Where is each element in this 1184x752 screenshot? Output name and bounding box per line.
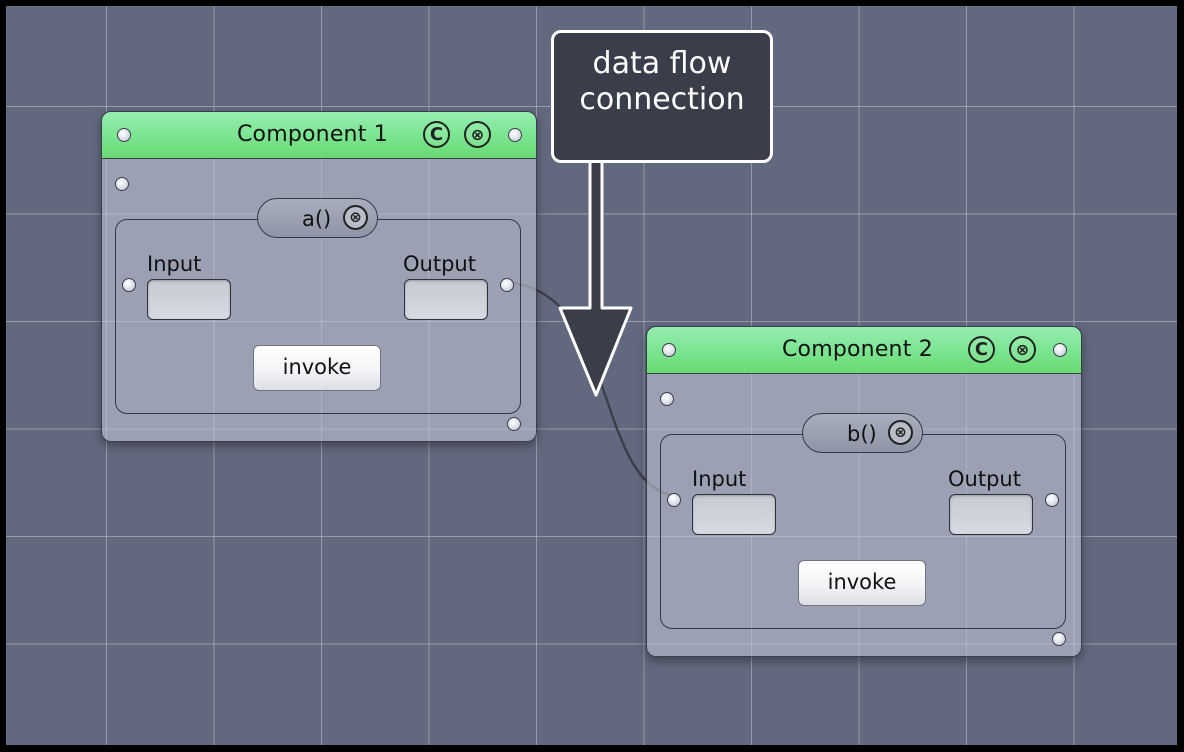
callout-line-1: data flow [592,46,732,81]
component-1-window[interactable]: Component 1 C ⊗ a() ⊗ Input Output invok… [101,111,537,442]
method-close-icon[interactable]: ⊗ [343,205,368,230]
output-field[interactable] [404,279,488,320]
component-1-header[interactable]: Component 1 C ⊗ [101,111,537,159]
component-1-input-port[interactable] [122,278,136,292]
method-close-icon[interactable]: ⊗ [888,420,913,445]
output-label: Output [948,467,1021,491]
input-label: Input [147,252,202,276]
component-2-header-left-port[interactable] [662,343,676,357]
component-1-title: Component 1 [237,122,388,147]
method-a-name: a() [302,207,332,231]
component-2-input-port[interactable] [667,493,681,507]
component-2-title: Component 2 [782,337,933,362]
method-b-tab[interactable]: b() ⊗ [802,413,923,453]
component-2-control-port[interactable] [660,392,674,406]
copy-icon[interactable]: C [423,121,450,148]
copy-icon[interactable]: C [968,336,995,363]
invoke-button[interactable]: invoke [798,560,926,606]
component-1-output-port[interactable] [500,278,514,292]
component-2-output-port[interactable] [1045,493,1059,507]
component-1-header-left-port[interactable] [117,128,131,142]
component-2-window[interactable]: Component 2 C ⊗ b() ⊗ Input Output invok… [646,326,1082,657]
callout-line-2: connection [579,82,745,117]
output-label: Output [403,252,476,276]
output-field[interactable] [949,494,1033,535]
method-b-name: b() [847,422,877,446]
data-flow-callout: data flow connection [551,30,773,163]
method-a-tab[interactable]: a() ⊗ [257,198,378,238]
close-icon[interactable]: ⊗ [1009,336,1036,363]
component-1-resize-port[interactable] [507,417,521,431]
component-2-header-right-port[interactable] [1053,343,1067,357]
input-field[interactable] [147,279,231,320]
component-2-header[interactable]: Component 2 C ⊗ [646,326,1082,374]
input-field[interactable] [692,494,776,535]
workflow-canvas[interactable]: Component 1 C ⊗ a() ⊗ Input Output invok… [6,6,1177,745]
component-1-header-right-port[interactable] [508,128,522,142]
invoke-button[interactable]: invoke [253,345,381,391]
close-icon[interactable]: ⊗ [464,121,491,148]
input-label: Input [692,467,747,491]
component-1-control-port[interactable] [115,177,129,191]
component-2-resize-port[interactable] [1052,632,1066,646]
